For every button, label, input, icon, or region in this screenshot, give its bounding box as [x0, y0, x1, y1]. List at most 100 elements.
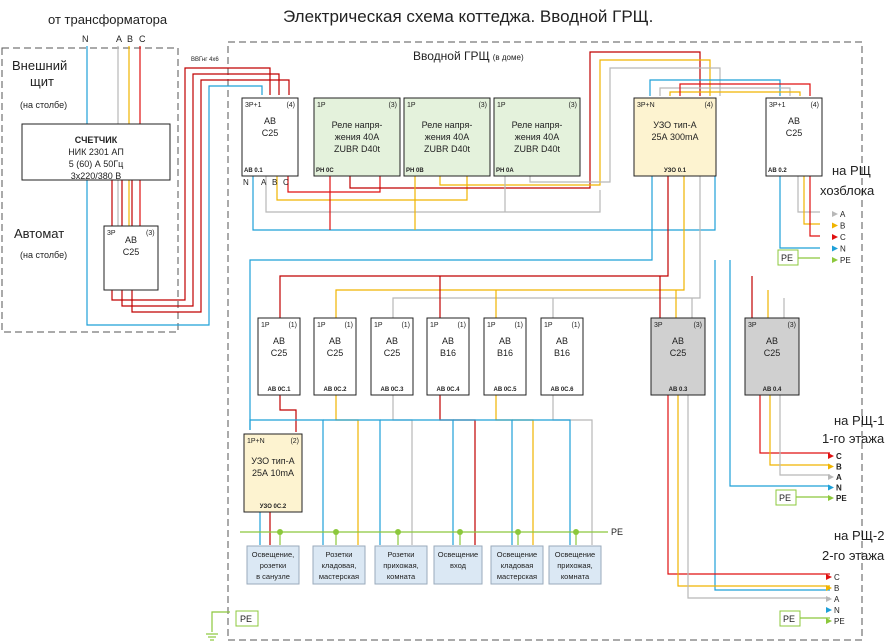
device-ab0c5-tag: АВ 0С.5: [493, 387, 517, 393]
device-rn0c-box: [313, 97, 401, 177]
ext-breaker-l2: С25: [123, 247, 140, 257]
device-ab0c2-l2: С25: [327, 348, 344, 358]
device-ab02-tag: АВ 0.2: [768, 168, 787, 174]
device-ab01-poles: (4): [286, 102, 295, 109]
output-floor2-wire-0: C: [834, 573, 840, 582]
output-hoz-wire-1: B: [840, 222, 845, 231]
phase-label-b: B: [127, 34, 133, 44]
output-hoz-wire-2: C: [840, 233, 846, 242]
outer-panel-title-2: щит: [30, 74, 54, 89]
cable-label: ВВГнг 4х6: [191, 57, 219, 63]
device-ab0c5-poles: (1): [514, 322, 523, 329]
arrow-icon: [826, 618, 832, 624]
device-ab0c1-type: 1P: [261, 322, 270, 329]
ext-breaker-l1: АВ: [125, 235, 137, 245]
load-2-box: [374, 545, 428, 585]
device-rn0a-l3: ZUBR D40t: [514, 144, 561, 154]
device-ab0c1-l1: АВ: [273, 336, 285, 346]
device-ab0c4-box: [426, 317, 470, 396]
output-hoz-l2: хозблока: [820, 183, 875, 198]
device-ab03-poles: (3): [693, 322, 702, 329]
pe-bus-label: PE: [611, 527, 623, 537]
pe-box-hoz-label: PE: [781, 253, 793, 263]
arrow-icon: [832, 257, 838, 263]
device-rn0a-box: [493, 97, 581, 177]
device-ab04-l2: С25: [764, 348, 781, 358]
output-floor1-wire-2: A: [836, 473, 842, 482]
output-floor1-wire-1: B: [836, 463, 842, 472]
ab01-out-a: A: [261, 178, 267, 187]
output-floor2-wire-3: N: [834, 606, 840, 615]
device-ab0c3-l2: С25: [384, 348, 401, 358]
arrow-icon: [832, 222, 838, 229]
device-ab0c6-l1: АВ: [556, 336, 568, 346]
device-uzo0c2-tag: УЗО 0С.2: [260, 504, 287, 510]
device-uzo01-poles: (4): [704, 102, 713, 109]
device-ab04-box: [744, 317, 800, 396]
device-rn0b-tag: РН 0В: [406, 168, 424, 174]
arrow-icon: [828, 484, 834, 491]
device-ab03-box: [650, 317, 706, 396]
phase-label-n: N: [82, 34, 89, 44]
device-ab02-box: [765, 97, 823, 177]
device-ab0c4-l2: В16: [440, 348, 456, 358]
automat-sub: (на столбе): [20, 250, 67, 260]
device-ab0c1-l2: С25: [271, 348, 288, 358]
main-panel-title: Вводной ГРЩ(в доме): [413, 49, 524, 63]
device-ab01-box: [241, 97, 299, 177]
meter-name: СЧЕТЧИК: [75, 135, 118, 145]
load-0-l2: розетки: [260, 561, 286, 570]
pe-box-floor2: [779, 610, 801, 627]
device-ab0c4-tag: АВ 0С.4: [436, 387, 460, 393]
device-rn0a-poles: (3): [568, 102, 577, 109]
device-rn0a-tag: РН 0А: [496, 168, 514, 174]
device-rn0c-l3: ZUBR D40t: [334, 144, 381, 154]
diagram-title: Электрическая схема коттеджа. Вводной ГР…: [283, 7, 653, 26]
device-ab04-poles: (3): [787, 322, 796, 329]
arrow-icon: [826, 574, 832, 580]
device-ab0c1-tag: АВ 0С.1: [267, 387, 291, 393]
device-rn0b-l2: жения 40А: [425, 132, 469, 142]
load-4-l2: кладовая: [501, 561, 534, 570]
device-ab0c4-type: 1P: [430, 322, 439, 329]
output-floor2-wire-2: A: [834, 595, 840, 604]
output-floor1-l2: 1-го этажа: [822, 431, 885, 446]
device-ab04-type: 3P: [748, 322, 757, 329]
device-ab03-tag: АВ 0.3: [669, 387, 688, 393]
output-hoz-wire-0: A: [840, 210, 846, 219]
device-rn0c-l2: жения 40А: [335, 132, 379, 142]
device-ab0c6-l2: В16: [554, 348, 570, 358]
output-floor1-wire-4: PE: [836, 494, 847, 503]
load-3-box: [433, 545, 483, 585]
output-floor1-wire-0: C: [836, 452, 842, 461]
device-rn0b-l1: Реле напря-: [422, 120, 473, 130]
device-ab04-l1: АВ: [766, 336, 778, 346]
load-5-l3: комната: [561, 572, 590, 581]
device-ab0c2-l1: АВ: [329, 336, 341, 346]
phase-label-c: C: [139, 34, 146, 44]
load-5-l2: прихожая,: [557, 561, 593, 570]
pe-box-hoz: [777, 249, 799, 266]
outer-panel-border: [1, 47, 179, 333]
device-uzo0c2-box: [243, 433, 303, 513]
device-ab0c2-box: [313, 317, 357, 396]
output-hoz-wire-3: N: [840, 245, 846, 254]
meter-model: НИК 2301 АП: [68, 147, 124, 157]
device-ab0c1: 1P (1)АВ С25 АВ 0С.1: [257, 317, 301, 396]
device-rn0b-l3: ZUBR D40t: [424, 144, 471, 154]
device-ab0c6-poles: (1): [571, 322, 580, 329]
device-ab0c2-poles: (1): [344, 322, 353, 329]
device-rn0a-type: 1P: [497, 102, 506, 109]
device-ab0c1-poles: (1): [288, 322, 297, 329]
